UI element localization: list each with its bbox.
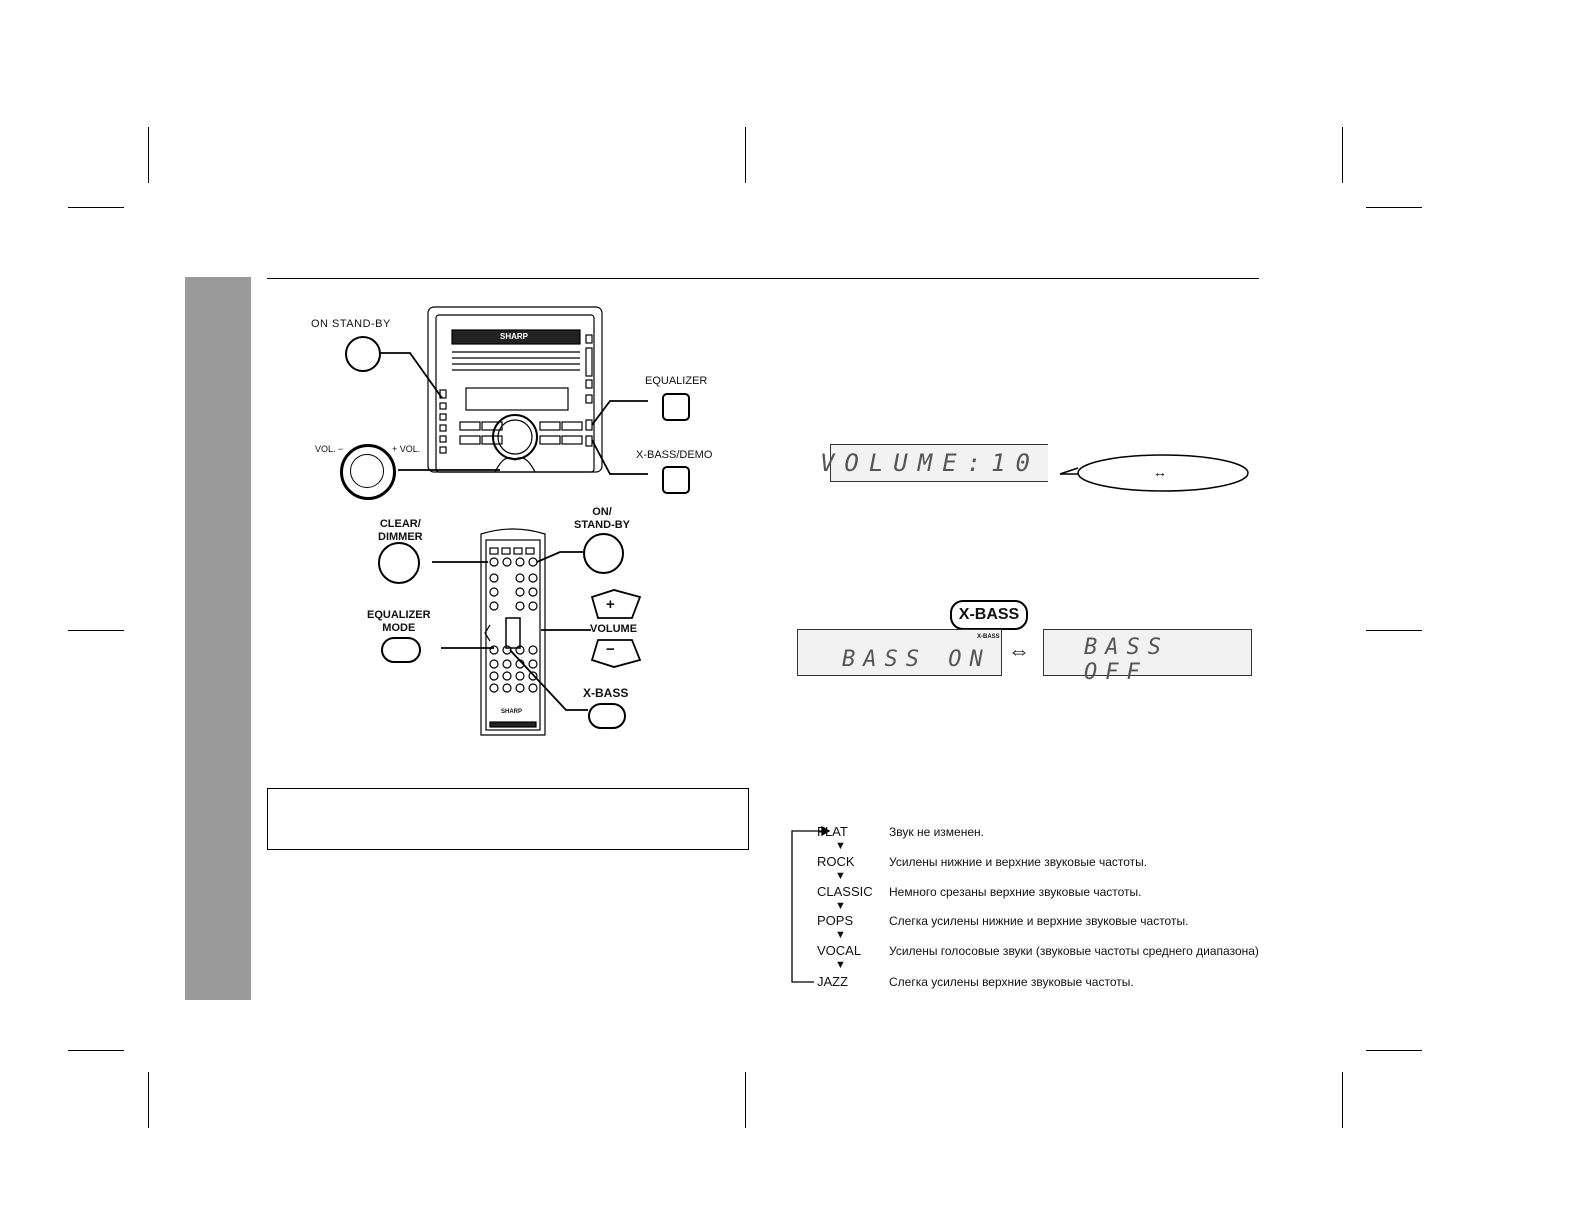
volume-up-button[interactable]: + bbox=[606, 596, 615, 613]
crop-mark bbox=[68, 207, 124, 208]
arrow-down-icon: ▼ bbox=[835, 929, 846, 941]
page-side-tab bbox=[185, 277, 251, 1000]
eq-mode-description: Звук не изменен. bbox=[889, 825, 984, 839]
equalizer-mode-label: EQUALIZER MODE bbox=[367, 609, 431, 634]
arrow-down-icon: ▼ bbox=[835, 840, 846, 852]
eq-mode-name: FLAT bbox=[817, 824, 848, 839]
vol-plus-label: + VOL. bbox=[392, 444, 421, 454]
crop-mark bbox=[148, 1072, 149, 1128]
remote-brand-logo: SHARP bbox=[501, 709, 523, 715]
bass-on-display: BASS ON bbox=[797, 629, 1002, 676]
eq-mode-name: CLASSIC bbox=[817, 884, 873, 899]
clear-dimmer-button[interactable] bbox=[378, 542, 420, 584]
volume-label: VOLUME bbox=[590, 623, 638, 635]
clear-dimmer-label: CLEAR/ DIMMER bbox=[378, 518, 423, 543]
xbass-label: X-BASS bbox=[583, 686, 629, 700]
eq-mode-description: Усилены голосовые звуки (звуковые частот… bbox=[889, 944, 1259, 958]
equalizer-loop bbox=[791, 825, 831, 983]
remote-drawing bbox=[480, 528, 546, 736]
main-unit-callouts bbox=[379, 352, 648, 475]
on-standby-label: ON STAND-BY bbox=[311, 318, 391, 330]
crop-mark bbox=[1342, 127, 1343, 183]
volume-down-button[interactable]: − bbox=[606, 641, 615, 658]
eq-mode-description: Немного срезаны верхние звуковые частоты… bbox=[889, 885, 1142, 899]
volume-balloon-text: ↔ bbox=[1153, 464, 1167, 480]
arrow-down-icon: ▼ bbox=[835, 959, 846, 971]
volume-buttons-drawing bbox=[590, 589, 642, 668]
equalizer-button[interactable] bbox=[662, 393, 690, 421]
crop-mark bbox=[68, 630, 124, 631]
on-standby-button[interactable] bbox=[345, 336, 381, 372]
arrow-down-icon: ▼ bbox=[835, 900, 846, 912]
eq-mode-name: JAZZ bbox=[817, 974, 849, 989]
volume-knob[interactable] bbox=[340, 444, 396, 500]
crop-mark bbox=[1366, 1050, 1422, 1051]
bass-off-display: BASS OFF bbox=[1043, 629, 1252, 685]
eq-mode-description: Слегка усилены верхние звуковые частоты. bbox=[889, 975, 1134, 989]
crop-mark bbox=[1342, 1072, 1343, 1128]
xbass-button[interactable] bbox=[588, 703, 626, 729]
header-rule bbox=[267, 278, 1259, 279]
eq-mode-description: Усилены нижние и верхние звуковые частот… bbox=[889, 855, 1148, 869]
main-unit-drawing bbox=[427, 306, 603, 473]
volume-balloon bbox=[1059, 454, 1249, 492]
xbass-demo-button[interactable] bbox=[662, 466, 690, 494]
remote-on-standby-button[interactable] bbox=[583, 533, 624, 574]
eq-mode-name: VOCAL bbox=[817, 943, 862, 958]
xbass-badge: X-BASS bbox=[950, 600, 1028, 630]
crop-mark bbox=[745, 127, 746, 183]
eq-mode-description: Слегка усилены нижние и верхние звуковые… bbox=[889, 914, 1189, 928]
crop-mark bbox=[68, 1050, 124, 1051]
eq-mode-name: POPS bbox=[817, 913, 854, 928]
crop-mark bbox=[1366, 207, 1422, 208]
xbass-demo-label: X-BASS/DEMO bbox=[636, 449, 713, 461]
crop-mark bbox=[148, 127, 149, 183]
volume-display: VOLUME:10 bbox=[820, 444, 1048, 482]
xbass-indicator: X-BASS bbox=[977, 634, 1000, 640]
toggle-arrow-icon: ⇔ bbox=[1008, 638, 1030, 663]
eq-mode-name: ROCK bbox=[817, 854, 855, 869]
brand-logo: SHARP bbox=[500, 332, 529, 341]
vol-minus-label: VOL. − bbox=[315, 444, 344, 454]
equalizer-label: EQUALIZER bbox=[645, 375, 708, 387]
crop-mark bbox=[1366, 630, 1422, 631]
remote-callouts bbox=[432, 551, 591, 711]
info-box bbox=[267, 788, 749, 850]
volume-knob-inner bbox=[350, 454, 384, 488]
crop-mark bbox=[745, 1072, 746, 1128]
remote-on-standby-label: ON/ STAND-BY bbox=[574, 506, 631, 531]
equalizer-mode-button[interactable] bbox=[381, 637, 421, 663]
arrow-down-icon: ▼ bbox=[835, 870, 846, 882]
